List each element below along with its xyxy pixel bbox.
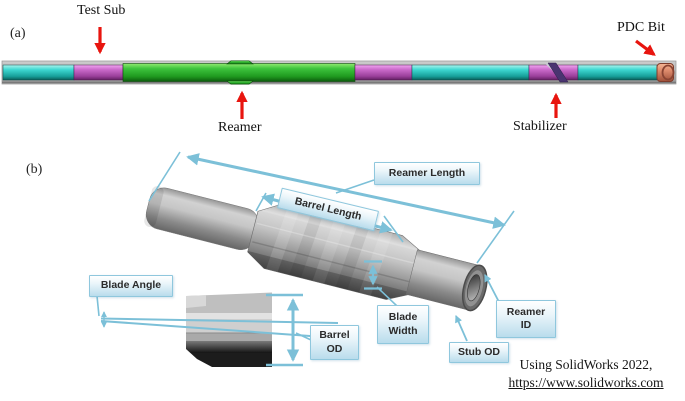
reamer-length-dimension	[186, 153, 506, 229]
software-attribution: Using SolidWorks 2022, https://www.solid…	[496, 356, 676, 392]
solidworks-link[interactable]: https://www.solidworks.com	[508, 375, 664, 391]
drillstring-assembly	[1, 27, 677, 119]
stub-od-text: Stub OD	[458, 345, 500, 358]
panel-a-tag: (a)	[10, 26, 26, 41]
pdc-bit-label: PDC Bit	[617, 20, 665, 35]
panel-b-tag: (b)	[26, 162, 43, 177]
attribution-line1: Using SolidWorks 2022,	[519, 357, 653, 372]
pdc-bit-face	[661, 64, 675, 81]
stub-od-pointer	[455, 314, 468, 342]
blade-angle-line-lower	[100, 320, 339, 339]
test-sub-segment	[73, 64, 124, 81]
reamer-bore	[467, 274, 481, 302]
pdc-bit-arrow	[635, 39, 656, 56]
blade-width-text-1: Blade	[388, 311, 418, 324]
reamer-id-pointer	[484, 273, 500, 303]
blade-width-box: Blade Width	[377, 305, 429, 344]
drill-collar-segment-3	[577, 64, 658, 81]
test-sub-label: Test Sub	[77, 3, 126, 18]
drill-collar-segment-1	[2, 64, 75, 81]
reamer-length-box: Reamer Length	[374, 162, 480, 185]
reamer-segment	[122, 63, 356, 82]
blade-angle-inset	[186, 292, 272, 367]
blade-width-text-2: Width	[388, 324, 418, 337]
barrel-od-box: Barrel OD	[310, 325, 359, 360]
reamer-id-box: Reamer ID	[496, 300, 556, 338]
barrel-od-text-2: OD	[326, 342, 343, 355]
stabilizer-label: Stabilizer	[513, 119, 567, 134]
reamer-length-text: Reamer Length	[388, 166, 466, 179]
stub-od-box: Stub OD	[449, 342, 509, 363]
reamer-id-text-1: Reamer	[506, 305, 546, 318]
sub-segment-2	[354, 64, 413, 81]
barrel-od-text-1: Barrel	[319, 329, 350, 342]
reamer-blade-bottom	[226, 80, 254, 85]
blade-angle-text: Blade Angle	[100, 279, 162, 292]
stabilizer-fin-dark	[547, 62, 569, 83]
reamer-label: Reamer	[218, 120, 262, 135]
blade-angle-box: Blade Angle	[89, 275, 173, 297]
reamer-id-text-2: ID	[520, 319, 532, 331]
blade-angle-line-upper	[100, 317, 339, 324]
drill-collar-segment-2	[411, 64, 530, 81]
reamer-blade-top	[226, 60, 254, 65]
